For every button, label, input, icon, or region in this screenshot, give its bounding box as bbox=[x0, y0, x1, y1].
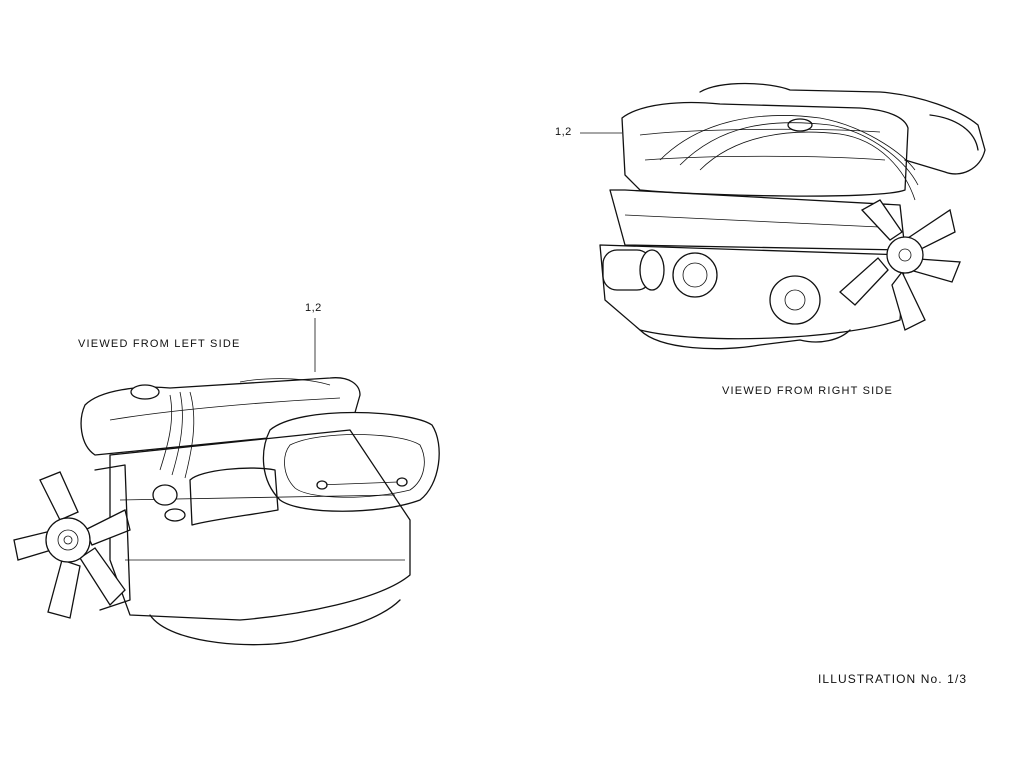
right-view-caption: VIEWED FROM RIGHT SIDE bbox=[722, 385, 894, 397]
left-callout-label: 1,2 bbox=[305, 302, 322, 314]
illustration-number-label: ILLUSTRATION No. 1/3 bbox=[818, 672, 968, 686]
left-view-caption: VIEWED FROM LEFT SIDE bbox=[78, 338, 241, 350]
right-callout-label: 1,2 bbox=[555, 126, 572, 138]
